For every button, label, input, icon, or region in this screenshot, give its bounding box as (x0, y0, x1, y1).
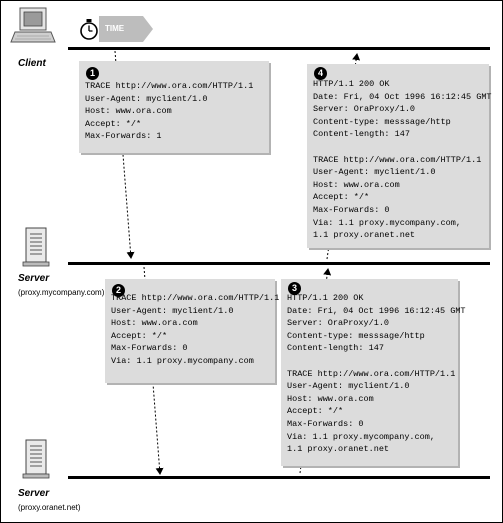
server-icon-proxy-mycompany (22, 227, 50, 267)
client-label: Client (18, 58, 46, 69)
trace-response-box-3: 3 HTTP/1.1 200 OK Date: Fri, 04 Oct 1996… (281, 279, 466, 466)
trace-response-box-4: 4 HTTP/1.1 200 OK Date: Fri, 04 Oct 1996… (307, 64, 492, 248)
message-text: TRACE http://www.ora.com/HTTP/1.1 User-A… (85, 81, 254, 142)
arrow-client-to-server1 (114, 50, 135, 259)
server-icon-proxy-oranet (22, 439, 50, 479)
stopwatch-icon (80, 19, 98, 40)
message-text: TRACE http://www.ora.com/HTTP/1.1 User-A… (111, 293, 280, 366)
client-timeline (68, 47, 490, 50)
message-text: HTTP/1.1 200 OK Date: Fri, 04 Oct 1996 1… (287, 293, 466, 455)
server2-hostname: (proxy.oranet.net) (18, 503, 81, 512)
step-number-badge: 3 (288, 282, 301, 295)
trace-request-box-2: 2 TRACE http://www.ora.com/HTTP/1.1 User… (105, 279, 280, 383)
server1-timeline (68, 262, 490, 265)
time-label: TIME (105, 24, 125, 33)
arrow-server1-to-server2 (143, 266, 164, 475)
time-arrow (99, 16, 153, 42)
client-computer-icon (10, 7, 56, 43)
trace-request-box-1: 1 TRACE http://www.ora.com/HTTP/1.1 User… (79, 61, 269, 153)
server1-label: Server (18, 273, 50, 284)
server2-timeline (68, 476, 490, 479)
server2-label: Server (18, 488, 50, 499)
server1-hostname: (proxy.mycompany.com) (18, 288, 105, 297)
step-number-badge: 1 (86, 67, 99, 80)
step-number-badge: 4 (314, 67, 327, 80)
step-number-badge: 2 (112, 284, 125, 297)
message-text: HTTP/1.1 200 OK Date: Fri, 04 Oct 1996 1… (313, 79, 492, 241)
